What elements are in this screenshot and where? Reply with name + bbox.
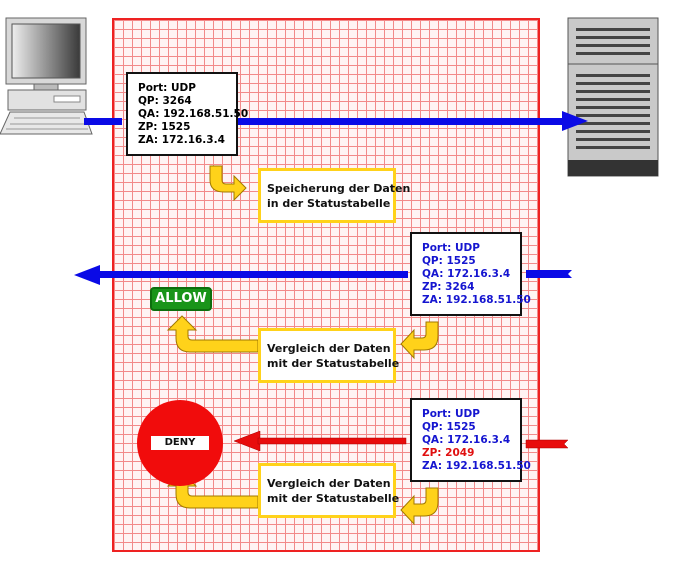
note-store-state: Speicherung der Daten in der Statustabel…	[258, 168, 411, 223]
desktop-computer-icon	[0, 17, 93, 135]
note-line-1: Vergleich der Daten	[267, 342, 391, 355]
packet-dest-address: ZA: 192.168.51.50	[422, 460, 531, 472]
yellow-arrow-allow-out	[166, 315, 259, 353]
packet-source-address: QA: 172.16.3.4	[422, 268, 511, 280]
packet-dest-port: ZP: 3264	[422, 281, 475, 293]
yellow-arrow-store	[209, 165, 247, 202]
incoming-allowed-arrow	[74, 265, 572, 285]
note-line-1: Vergleich der Daten	[267, 477, 391, 490]
packet-source-port: QP: 3264	[138, 95, 192, 107]
packet-port: Port: UDP	[138, 82, 196, 94]
outgoing-arrow	[84, 111, 588, 131]
yellow-arrow-compare-1-in	[400, 321, 439, 360]
deny-sign-icon: DENY	[137, 400, 223, 486]
note-line-2: mit der Statustabelle	[267, 492, 400, 505]
note-line-2: mit der Statustabelle	[267, 357, 400, 370]
packet-source-port: QP: 1525	[422, 255, 476, 267]
packet-port: Port: UDP	[422, 408, 480, 420]
packet-source-address: QA: 172.16.3.4	[422, 434, 511, 446]
packet-outgoing: Port: UDP QP: 3264 QA: 192.168.51.50 ZP:…	[126, 72, 249, 156]
deny-label: DENY	[151, 436, 209, 450]
packet-dest-port-mismatch: ZP: 2049	[422, 447, 475, 459]
note-line-2: in der Statustabelle	[267, 197, 391, 210]
packet-dest-port: ZP: 1525	[138, 121, 191, 133]
packet-source-address: QA: 192.168.51.50	[138, 108, 249, 120]
packet-dest-address: ZA: 192.168.51.50	[422, 294, 531, 306]
server-tower-icon	[567, 17, 659, 177]
packet-port: Port: UDP	[422, 242, 480, 254]
packet-reply-denied: Port: UDP QP: 1525 QA: 172.16.3.4 ZP: 20…	[410, 398, 531, 482]
packet-dest-address: ZA: 172.16.3.4	[138, 134, 225, 146]
allow-badge: ALLOW	[150, 287, 212, 311]
packet-reply-allowed: Port: UDP QP: 1525 QA: 172.16.3.4 ZP: 32…	[410, 232, 531, 316]
note-line-1: Speicherung der Daten	[267, 182, 411, 195]
note-compare-1: Vergleich der Daten mit der Statustabell…	[258, 328, 400, 383]
note-compare-2: Vergleich der Daten mit der Statustabell…	[258, 463, 400, 518]
yellow-arrow-compare-2-in	[400, 487, 439, 526]
packet-source-port: QP: 1525	[422, 421, 476, 433]
incoming-denied-arrow	[233, 430, 569, 452]
